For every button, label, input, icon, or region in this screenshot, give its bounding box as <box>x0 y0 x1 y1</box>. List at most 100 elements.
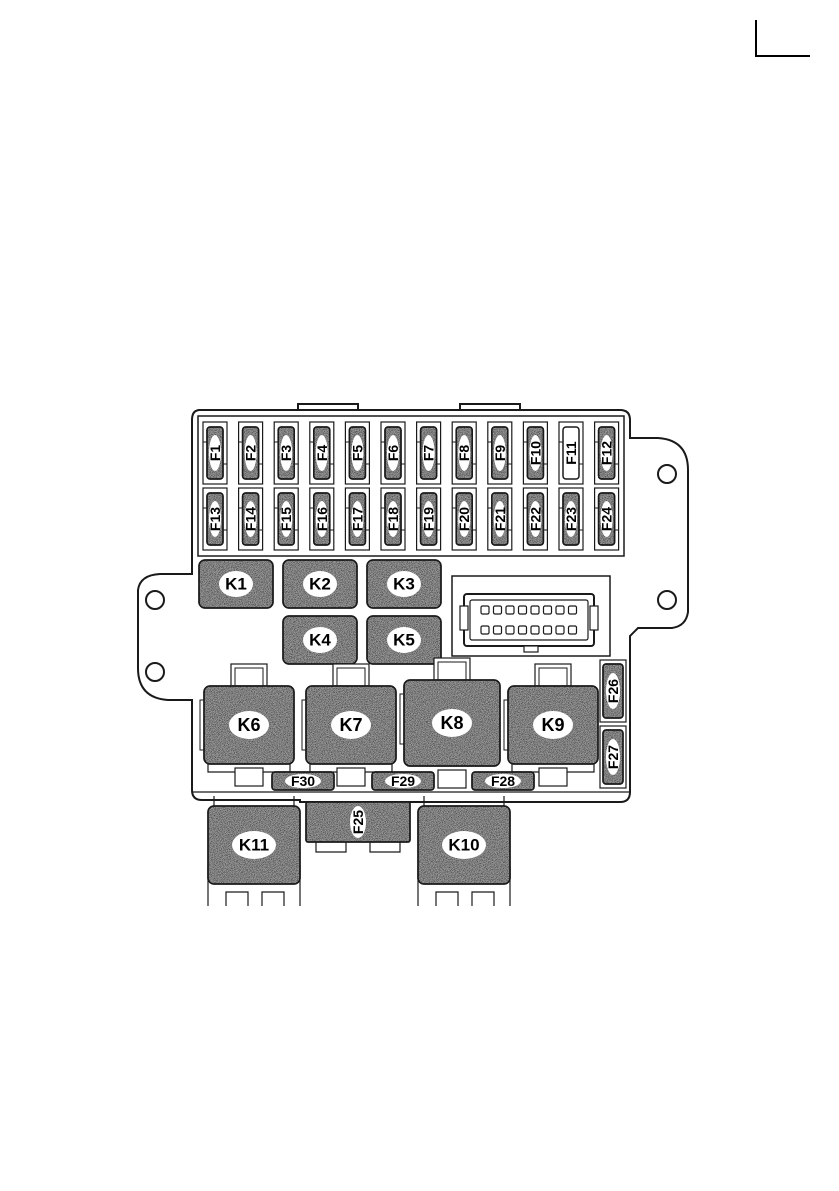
component-label: F5 <box>349 445 365 462</box>
component-label: F15 <box>278 507 294 531</box>
fuse-f7[interactable]: F7 <box>417 422 441 484</box>
relay-k9[interactable]: K9 <box>508 686 598 764</box>
fuse-f1[interactable]: F1 <box>203 422 227 484</box>
fuse-f25[interactable]: F25 <box>306 802 410 852</box>
relay-k4[interactable]: K4 <box>283 616 357 664</box>
fuse-f26[interactable]: F26 <box>600 660 626 722</box>
component-label: F8 <box>456 445 472 462</box>
fuse-f13[interactable]: F13 <box>203 488 227 550</box>
fuse-f15[interactable]: F15 <box>274 488 298 550</box>
relay-k7[interactable]: K7 <box>306 686 396 764</box>
relay-k5[interactable]: K5 <box>367 616 441 664</box>
fuse-f2[interactable]: F2 <box>239 422 263 484</box>
component-label: F27 <box>605 745 621 769</box>
page-corner-mark <box>756 20 810 56</box>
fuse-f8[interactable]: F8 <box>452 422 476 484</box>
component-label: F13 <box>207 507 223 531</box>
connector-pin <box>531 606 539 614</box>
component-label: F7 <box>421 445 437 462</box>
component-label: F9 <box>492 445 508 462</box>
relay-k8[interactable]: K8 <box>404 680 500 766</box>
component-label: K6 <box>237 715 260 735</box>
relay-k2[interactable]: K2 <box>283 560 357 608</box>
component-label: F3 <box>278 445 294 462</box>
component-label: K8 <box>440 713 463 733</box>
fuse-f11[interactable]: F11 <box>559 422 583 484</box>
component-label: F30 <box>291 773 315 789</box>
component-label: F17 <box>349 507 365 531</box>
relay-k10[interactable]: K10 <box>418 806 510 884</box>
mounting-hole <box>146 591 164 609</box>
connector-pin <box>481 626 489 634</box>
component-label: K7 <box>339 715 362 735</box>
component-label: F23 <box>563 507 579 531</box>
component-label: F24 <box>599 507 615 531</box>
component-label: F6 <box>385 445 401 462</box>
component-label: K10 <box>448 836 479 855</box>
fuse-f29[interactable]: F29 <box>372 772 434 790</box>
fuse-f3[interactable]: F3 <box>274 422 298 484</box>
connector-pin <box>556 626 564 634</box>
component-label: K2 <box>309 575 331 594</box>
fuse-f30[interactable]: F30 <box>272 772 334 790</box>
component-label: F19 <box>421 507 437 531</box>
fuse-f9[interactable]: F9 <box>488 422 512 484</box>
fuse-f18[interactable]: F18 <box>381 488 405 550</box>
component-label: F21 <box>492 507 508 531</box>
component-label: K11 <box>239 836 269 855</box>
component-label: K4 <box>309 631 331 650</box>
connector-socket <box>452 576 610 656</box>
mounting-hole <box>658 465 676 483</box>
fuse-f12[interactable]: F12 <box>595 422 619 484</box>
fuse-f22[interactable]: F22 <box>523 488 547 550</box>
connector-pin <box>506 606 514 614</box>
component-label: F12 <box>599 441 615 465</box>
connector-pin <box>544 626 552 634</box>
component-label: F2 <box>243 445 259 462</box>
fuse-f16[interactable]: F16 <box>310 488 334 550</box>
fuse-f28[interactable]: F28 <box>472 772 534 790</box>
fuse-f27[interactable]: F27 <box>600 726 626 788</box>
fuse-f5[interactable]: F5 <box>345 422 369 484</box>
fuse-f10[interactable]: F10 <box>523 422 547 484</box>
connector-pin <box>569 606 577 614</box>
component-label: F10 <box>527 441 543 465</box>
fuse-f19[interactable]: F19 <box>417 488 441 550</box>
connector-pin <box>531 626 539 634</box>
component-label: K1 <box>225 575 247 594</box>
connector-pin <box>506 626 514 634</box>
component-label: K3 <box>393 575 415 594</box>
fuse-f4[interactable]: F4 <box>310 422 334 484</box>
fuse-f20[interactable]: F20 <box>452 488 476 550</box>
component-label: F28 <box>491 773 515 789</box>
relay-k11[interactable]: K11 <box>208 806 300 884</box>
connector-pin <box>519 606 527 614</box>
fuse-f23[interactable]: F23 <box>559 488 583 550</box>
connector-pin <box>494 606 502 614</box>
connector-pin <box>544 606 552 614</box>
component-label: K5 <box>393 631 415 650</box>
component-label: F18 <box>385 507 401 531</box>
relay-k3[interactable]: K3 <box>367 560 441 608</box>
fuse-f17[interactable]: F17 <box>345 488 369 550</box>
mounting-hole <box>146 663 164 681</box>
fuse-f14[interactable]: F14 <box>239 488 263 550</box>
component-label: F14 <box>243 507 259 531</box>
connector-pin <box>494 626 502 634</box>
fuse-f6[interactable]: F6 <box>381 422 405 484</box>
component-label: K9 <box>541 715 564 735</box>
component-label: F4 <box>314 445 330 462</box>
relay-k1[interactable]: K1 <box>199 560 273 608</box>
mounting-hole <box>658 591 676 609</box>
relay-k6[interactable]: K6 <box>204 686 294 764</box>
component-label: F26 <box>605 679 621 703</box>
component-label: F25 <box>350 810 366 834</box>
component-label: F29 <box>391 773 415 789</box>
connector-pin <box>569 626 577 634</box>
component-label: F20 <box>456 507 472 531</box>
fuse-f21[interactable]: F21 <box>488 488 512 550</box>
connector-pin <box>519 626 527 634</box>
component-label: F11 <box>563 441 579 465</box>
fuse-f24[interactable]: F24 <box>595 488 619 550</box>
